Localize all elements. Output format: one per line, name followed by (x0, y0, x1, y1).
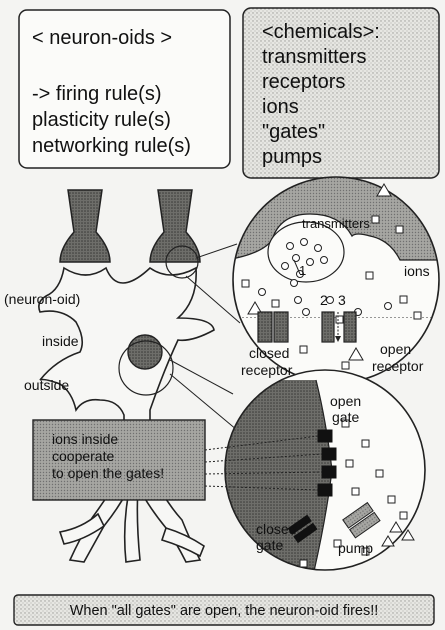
chem-receptors: receptors (262, 71, 345, 93)
chemicals-title: <chemicals>: (262, 21, 380, 43)
chem-pumps: pumps (262, 146, 322, 168)
synapse-zoom-circle: transmitters ions 1 2 3 closed receptor … (226, 175, 445, 388)
firing-banner: When "all gates" are open, the neuron-oi… (14, 595, 434, 625)
step-3-label: 3 (338, 292, 346, 308)
neuron-oids-title: < neuron-oids > (32, 27, 172, 49)
ions-box-line-1: ions inside (52, 431, 118, 447)
plasticity-rule-text: plasticity rule(s) (32, 109, 171, 131)
outside-label: outside (24, 377, 69, 393)
presynaptic-terminal-right (150, 190, 200, 262)
chem-ions: ions (262, 96, 299, 118)
closed-receptor-left (258, 312, 272, 342)
open-gate-2 (322, 448, 336, 460)
presynaptic-terminal-left (60, 190, 110, 262)
open-gate-label-1: open (330, 393, 361, 409)
closed-receptor-label-1: closed (249, 345, 289, 361)
open-gate-label-2: gate (332, 409, 359, 425)
chem-gates: "gates" (262, 121, 325, 143)
open-gate-3 (322, 466, 336, 478)
open-gate-4 (318, 484, 332, 496)
neuron-body (39, 190, 214, 562)
ions-box-line-2: cooperate (52, 448, 114, 464)
open-receptor-label-1: open (380, 341, 411, 357)
neuron-oids-box: < neuron-oids > -> firing rule(s) plasti… (19, 10, 230, 168)
ions-box-line-3: to open the gates! (52, 465, 164, 481)
neuron-oid-label: (neuron-oid) (4, 291, 80, 307)
firing-rule-text: -> firing rule(s) (32, 83, 161, 105)
synapse-zoom-marker (128, 335, 162, 369)
step-2-label: 2 (320, 292, 328, 308)
inside-label: inside (42, 333, 79, 349)
ions-label: ions (404, 263, 430, 279)
ions-cooperate-box: ions inside cooperate to open the gates! (33, 420, 205, 500)
closed-receptor-right (274, 312, 288, 342)
closed-receptor-label-2: receptor (241, 362, 293, 378)
chemicals-box: <chemicals>: transmitters receptors ions… (243, 8, 439, 178)
pump-label: pump (338, 540, 373, 556)
open-receptor-label-2: receptor (372, 358, 424, 374)
chem-transmitters: transmitters (262, 46, 366, 68)
step-1-label: 1 (299, 263, 306, 278)
banner-text: When "all gates" are open, the neuron-oi… (70, 603, 379, 619)
networking-rule-text: networking rule(s) (32, 135, 191, 157)
transmitters-label: transmitters (302, 216, 370, 231)
gate-zoom-circle: open gate closed gate pump (220, 370, 425, 580)
receptor-2-left (322, 312, 334, 342)
open-gate-1 (318, 430, 332, 442)
closed-gate-label-2: gate (256, 537, 283, 553)
open-receptor-right (344, 312, 356, 342)
closed-gate-label-1: closed (256, 521, 296, 537)
